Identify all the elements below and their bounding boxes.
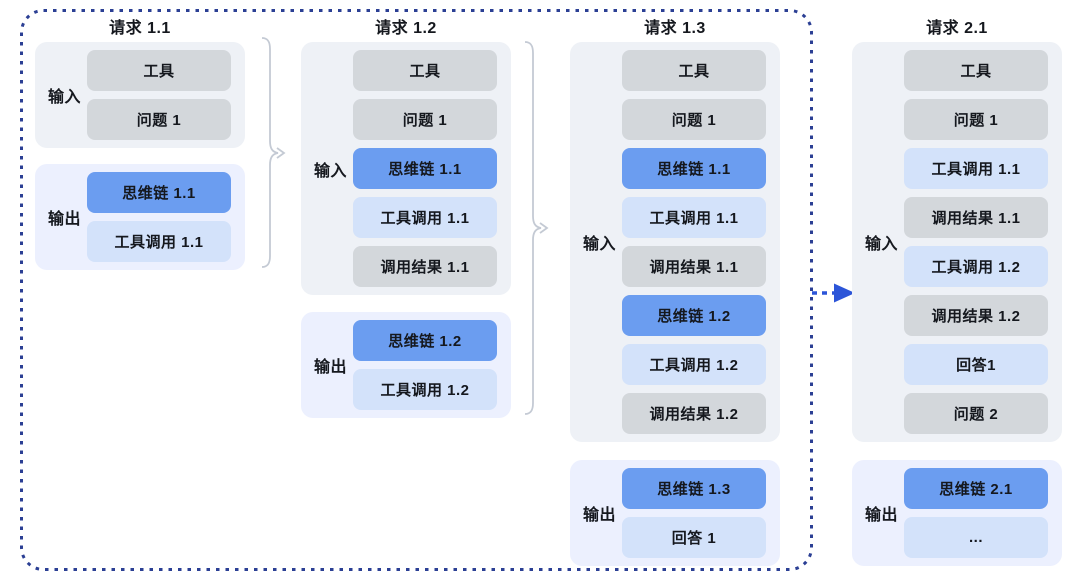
output-group: 输出 思维链 2.1 ...	[852, 460, 1062, 566]
output-group: 输出 思维链 1.3 回答 1	[570, 460, 780, 566]
box-question-1: 问题 1	[622, 99, 766, 140]
input-group: 输入 工具 问题 1	[35, 42, 245, 148]
input-label: 输入	[314, 162, 348, 180]
box-question-1: 问题 1	[353, 99, 497, 140]
box-call-result-1-2: 调用结果 1.2	[622, 393, 766, 434]
box-call-result-1-1: 调用结果 1.1	[622, 246, 766, 287]
input-group: 输入 工具 问题 1 工具调用 1.1 调用结果 1.1 工具调用 1.2 调用…	[852, 42, 1062, 442]
input-group: 输入 工具 问题 1 思维链 1.1 工具调用 1.1 调用结果 1.1	[301, 42, 511, 295]
request-title: 请求 1.1	[109, 20, 171, 37]
box-cot-1-1: 思维链 1.1	[353, 148, 497, 189]
output-label: 输出	[583, 507, 617, 524]
output-label: 输出	[314, 359, 348, 376]
box-call-result-1-1: 调用结果 1.1	[353, 246, 497, 287]
output-group: 输出 思维链 1.1 工具调用 1.1	[35, 164, 245, 270]
input-label: 输入	[48, 89, 82, 106]
box-tools: 工具	[87, 50, 231, 91]
input-label: 输入	[865, 236, 899, 253]
box-call-result-1-2: 调用结果 1.2	[904, 295, 1048, 336]
output-label: 输出	[865, 507, 899, 524]
box-question-2: 问题 2	[904, 393, 1048, 434]
box-ellipsis: ...	[904, 517, 1048, 558]
box-tool-call-1-1: 工具调用 1.1	[87, 221, 231, 262]
box-answer-1: 回答1	[904, 344, 1048, 385]
box-call-result-1-1: 调用结果 1.1	[904, 197, 1048, 238]
box-cot-2-1: 思维链 2.1	[904, 468, 1048, 509]
output-label: 输出	[48, 211, 82, 228]
dashed-boundary	[20, 9, 813, 571]
box-tool-call-1-2: 工具调用 1.2	[622, 344, 766, 385]
box-tools: 工具	[904, 50, 1048, 91]
request-title: 请求 2.1	[926, 20, 988, 37]
box-question-1: 问题 1	[904, 99, 1048, 140]
box-cot-1-1: 思维链 1.1	[87, 172, 231, 213]
box-tools: 工具	[622, 50, 766, 91]
output-group: 输出 思维链 1.2 工具调用 1.2	[301, 312, 511, 418]
box-tool-call-1-1: 工具调用 1.1	[622, 197, 766, 238]
box-tool-call-1-2: 工具调用 1.2	[353, 369, 497, 410]
merge-brace-icon	[524, 41, 549, 415]
merge-brace-icon	[261, 37, 286, 268]
box-cot-1-2: 思维链 1.2	[353, 320, 497, 361]
request-title: 请求 1.3	[644, 20, 706, 37]
box-tools: 工具	[353, 50, 497, 91]
box-tool-call-1-1: 工具调用 1.1	[353, 197, 497, 238]
box-cot-1-2: 思维链 1.2	[622, 295, 766, 336]
input-label: 输入	[583, 236, 617, 253]
box-tool-call-1-2: 工具调用 1.2	[904, 246, 1048, 287]
request-title: 请求 1.2	[375, 20, 437, 37]
input-group: 输入 工具 问题 1 思维链 1.1 工具调用 1.1 调用结果 1.1 思维链…	[570, 42, 780, 442]
box-answer-1: 回答 1	[622, 517, 766, 558]
next-request-arrow-icon	[812, 283, 855, 303]
box-tool-call-1-1: 工具调用 1.1	[904, 148, 1048, 189]
box-question-1: 问题 1	[87, 99, 231, 140]
box-cot-1-3: 思维链 1.3	[622, 468, 766, 509]
box-cot-1-1: 思维链 1.1	[622, 148, 766, 189]
